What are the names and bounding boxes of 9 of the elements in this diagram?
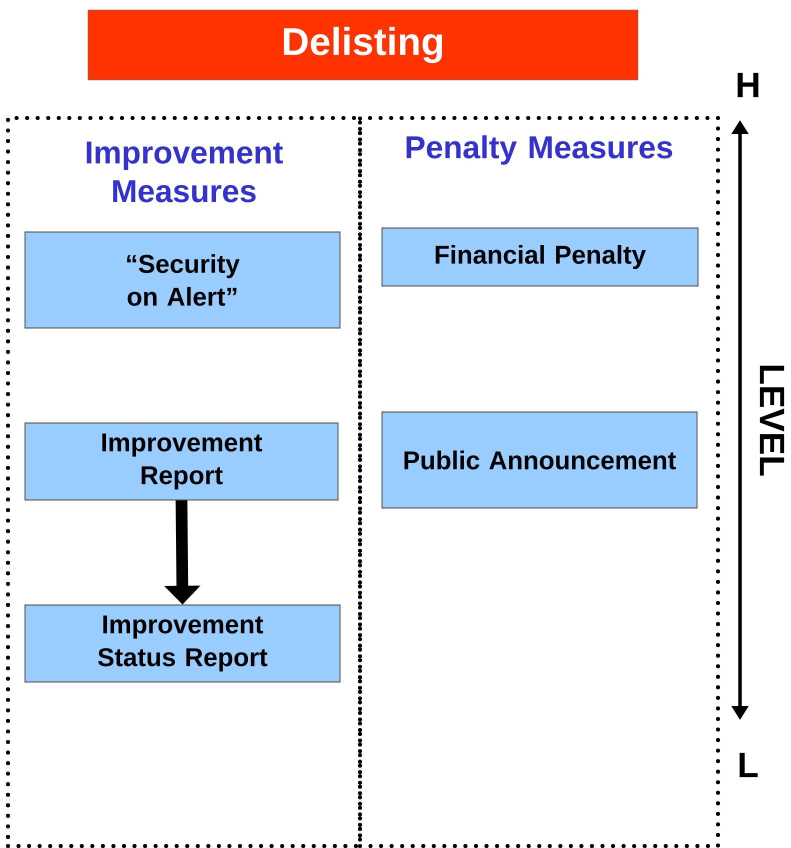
process-box: Improvement Report — [24, 422, 338, 500]
axis-label: LEVEL — [760, 366, 784, 476]
title-banner: Delisting — [88, 10, 638, 80]
process-box: Financial Penalty — [382, 228, 698, 286]
process-box: Public Announcement — [382, 412, 698, 508]
process-box: Improvement Status Report — [24, 604, 340, 682]
level-high-label: H — [738, 72, 758, 98]
process-box: “Security on Alert” — [24, 232, 340, 328]
level-low-label: L — [740, 752, 758, 778]
